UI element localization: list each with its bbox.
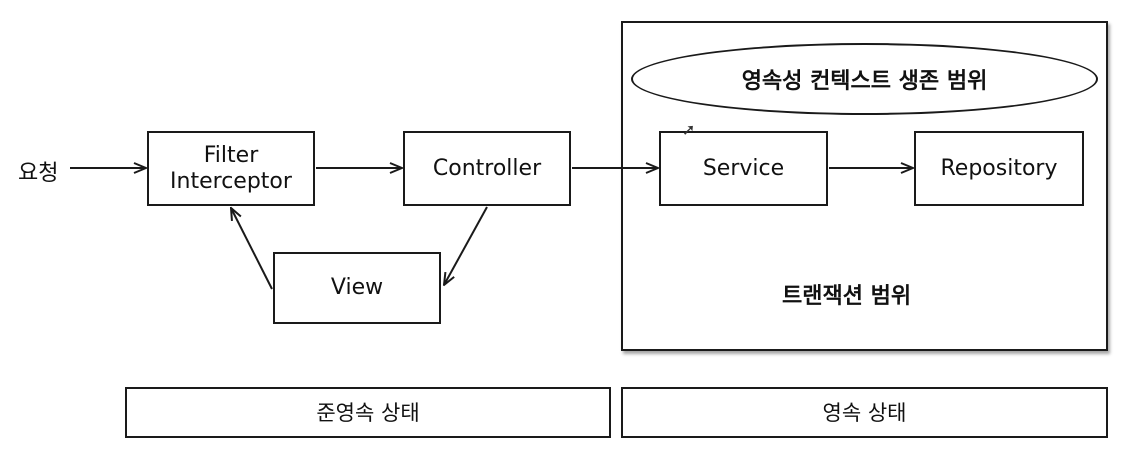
repository-box: Repository	[914, 131, 1084, 206]
request-label: 요청	[18, 161, 59, 186]
transaction-scope-label: 트랜잭션 범위	[782, 284, 912, 309]
arrow-view-to-filter	[231, 208, 273, 290]
filter-interceptor-box: Filter Interceptor	[147, 131, 315, 206]
interceptor-label: Interceptor	[170, 168, 292, 194]
quasi-persistent-state-label: 준영속 상태	[316, 400, 420, 425]
service-box: Service	[659, 131, 828, 206]
view-box: View	[273, 252, 441, 324]
controller-label: Controller	[432, 155, 542, 181]
persistent-state-bar: 영속 상태	[621, 387, 1108, 438]
filter-label: Filter	[203, 142, 259, 168]
quasi-persistent-state-bar: 준영속 상태	[125, 387, 611, 438]
repository-label: Repository	[940, 155, 1058, 181]
service-label: Service	[702, 155, 785, 181]
arrow-controller-to-view	[444, 206, 488, 285]
controller-box: Controller	[403, 131, 571, 206]
persistence-context-scope: 영속성 컨텍스트 생존 범위	[631, 43, 1098, 115]
persistent-state-label: 영속 상태	[822, 400, 907, 425]
persistence-context-label: 영속성 컨텍스트 생존 범위	[741, 69, 988, 94]
mouse-cursor-icon: ➚	[682, 120, 696, 139]
view-label: View	[330, 275, 384, 300]
